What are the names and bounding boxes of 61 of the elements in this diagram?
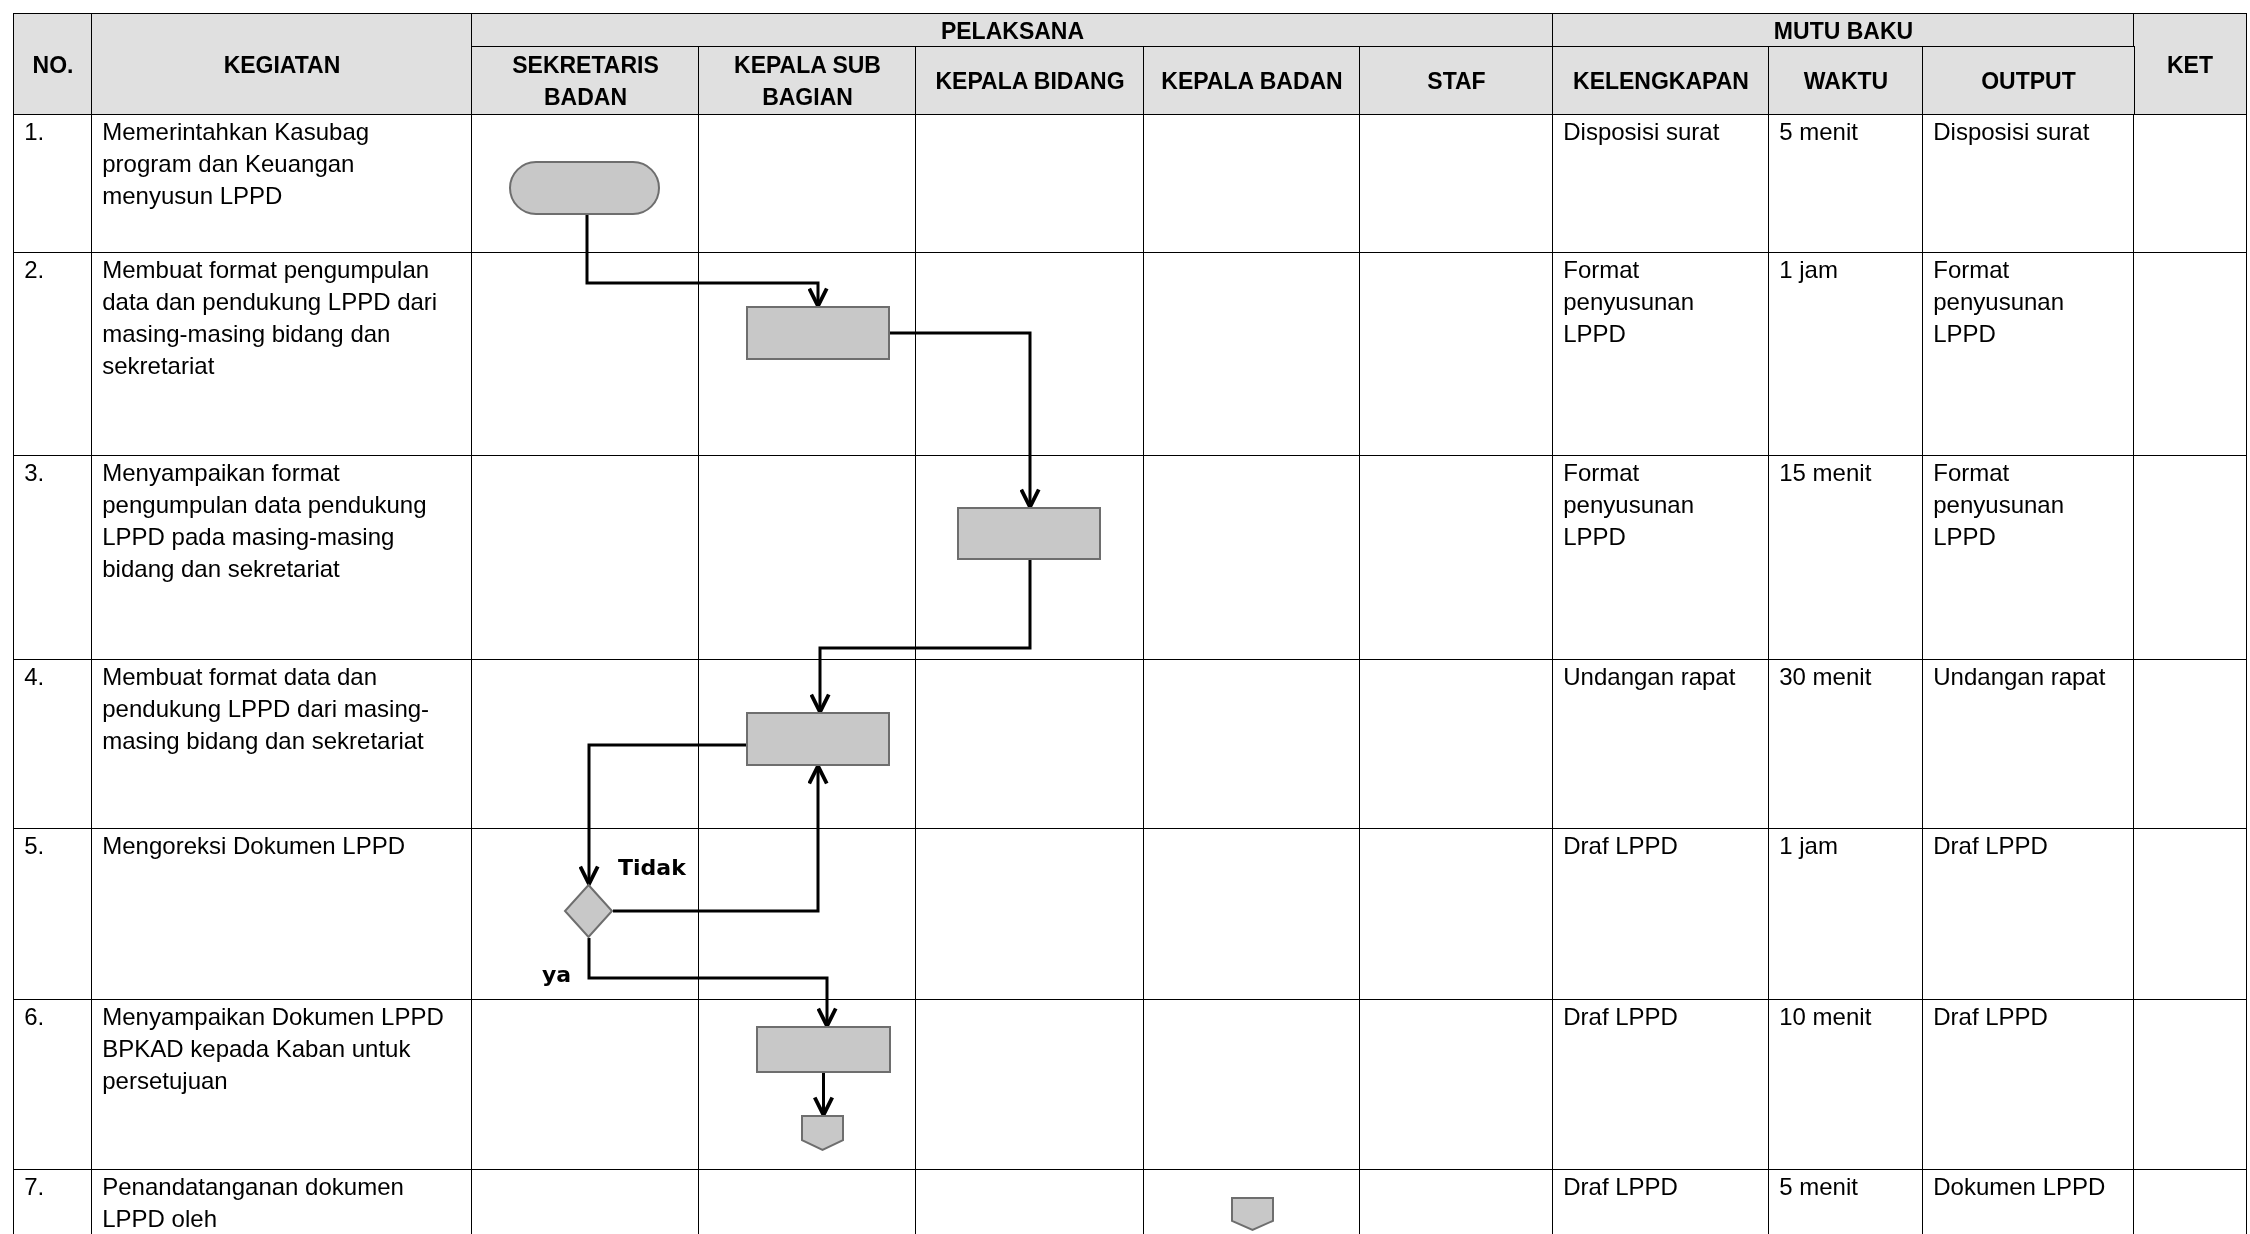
process-box — [957, 507, 1101, 560]
arrow — [585, 215, 829, 308]
header-cell: SEKRETARIS BADAN — [471, 46, 700, 116]
output-text: Draf LPPD — [1933, 1002, 2048, 1033]
duration-text: 5 menit — [1779, 117, 1858, 148]
arrow — [809, 560, 1032, 714]
output-text: Disposisi surat — [1933, 117, 2090, 148]
output-text: Undangan rapat — [1933, 662, 2106, 693]
row-number: 1. — [24, 117, 45, 148]
header-cell: PELAKSANA — [471, 13, 1554, 48]
output-text: Format penyusunan LPPD — [1933, 458, 2066, 553]
header-cell: NO. — [13, 13, 93, 116]
duration-text: 30 menit — [1779, 662, 1872, 693]
terminator-shape — [509, 161, 660, 215]
decision-diamond — [564, 884, 613, 938]
arrow — [613, 764, 829, 913]
output-text: Draf LPPD — [1933, 831, 2048, 862]
header-cell: OUTPUT — [1922, 46, 2135, 116]
requirement-text: Format penyusunan LPPD — [1563, 255, 1696, 350]
duration-text: 10 menit — [1779, 1002, 1872, 1033]
header-cell: STAF — [1359, 46, 1554, 116]
duration-text: 1 jam — [1779, 831, 1838, 862]
activity-text: Memerintahkan Kasubag program dan Keuangan menyusun LPPD — [102, 117, 371, 212]
process-box — [756, 1026, 891, 1073]
requirement-text: Format penyusunan LPPD — [1563, 458, 1696, 553]
process-box — [746, 306, 890, 360]
arrow — [890, 331, 1041, 509]
header-cell: KEGIATAN — [91, 13, 473, 116]
duration-text: 15 menit — [1779, 458, 1872, 489]
row-number: 5. — [24, 831, 45, 862]
header-cell: KEPALA BIDANG — [915, 46, 1145, 116]
activity-text: Mengoreksi Dokumen LPPD — [102, 831, 406, 862]
requirement-text: Draf LPPD — [1563, 1002, 1678, 1033]
row-number: 6. — [24, 1002, 45, 1033]
output-text: Format penyusunan LPPD — [1933, 255, 2066, 350]
header-cell: KEPALA SUB BAGIAN — [698, 46, 917, 116]
arrow — [578, 743, 746, 886]
requirement-text: Draf LPPD — [1563, 1172, 1678, 1203]
process-box — [746, 712, 890, 766]
activity-text: Membuat format pengumpulan data dan pendukung LPPD dari masing-masing bidang dan sekretariat — [102, 255, 439, 382]
activity-text: Menyampaikan format pengumpulan data pendukung LPPD pada masing-masing bidang dan sekretariat — [102, 458, 428, 585]
requirement-text: Undangan rapat — [1563, 662, 1736, 693]
activity-text: Penandatanganan dokumen LPPD oleh — [102, 1172, 405, 1234]
row-number: 4. — [24, 662, 45, 693]
arrow — [587, 938, 838, 1028]
duration-text: 5 menit — [1779, 1172, 1858, 1203]
requirement-text: Disposisi surat — [1563, 117, 1720, 148]
header-cell: KET — [2133, 13, 2247, 116]
header-cell: KEPALA BADAN — [1143, 46, 1361, 116]
row-number: 2. — [24, 255, 45, 286]
row-number: 3. — [24, 458, 45, 489]
activity-text: Membuat format data dan pendukung LPPD dari masing-masing bidang dan sekretariat — [102, 662, 431, 757]
header-cell: MUTU BAKU — [1552, 13, 2135, 48]
header-cell: KELENGKAPAN — [1552, 46, 1770, 116]
output-text: Dokumen LPPD — [1933, 1172, 2106, 1203]
activity-text: Menyampaikan Dokumen LPPD BPKAD kepada Kaban untuk persetujuan — [102, 1002, 445, 1097]
arrow — [812, 1073, 835, 1117]
header-cell: WAKTU — [1768, 46, 1924, 116]
row-number: 7. — [24, 1172, 45, 1203]
duration-text: 1 jam — [1779, 255, 1838, 286]
requirement-text: Draf LPPD — [1563, 831, 1678, 862]
